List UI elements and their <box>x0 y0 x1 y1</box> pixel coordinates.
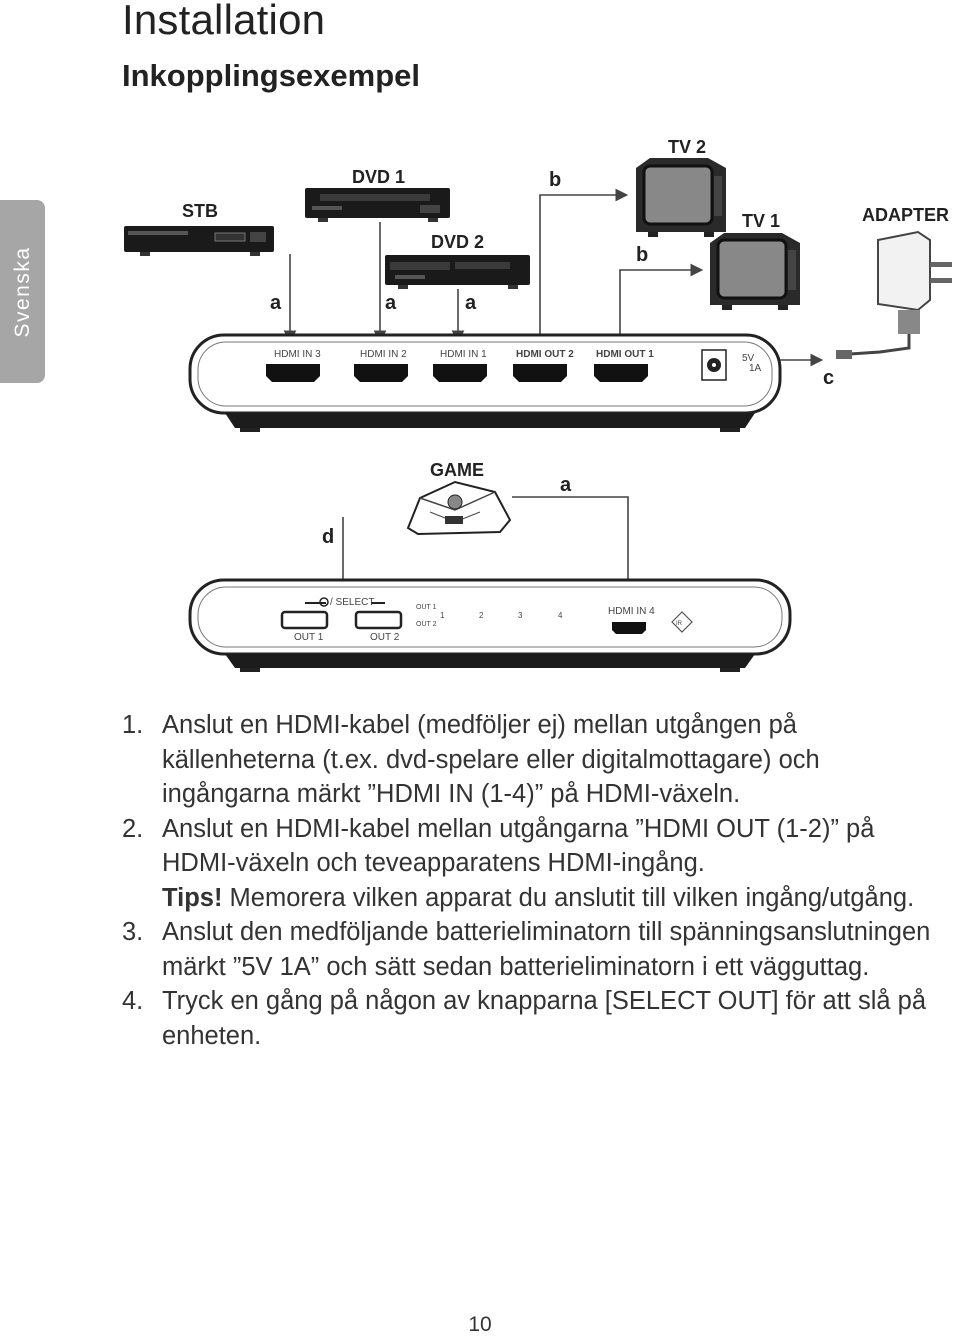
adapter-label: ADAPTER <box>862 205 949 225</box>
led-label-1: 1 <box>440 611 445 620</box>
page-subtitle: Inkopplingsexempel <box>122 58 421 93</box>
stb-device-image <box>124 226 274 256</box>
step-text: Tryck en gång på någon av knapparna [SEL… <box>162 987 927 1050</box>
cable-letter-a-2: a <box>385 292 397 314</box>
dvd1-device-image <box>305 188 450 222</box>
dvd1-label: DVD 1 <box>352 167 405 187</box>
connection-diagram: STB DVD 1 DVD 2 TV 2 TV 1 <box>124 137 952 672</box>
adapter-device-image <box>836 230 952 359</box>
power-label-volt: 5V <box>742 353 755 364</box>
cable-letter-b-2: b <box>636 244 648 266</box>
language-side-tab: Svenska <box>0 200 45 383</box>
step-number: 1. <box>122 711 144 739</box>
cable-letter-a-1: a <box>270 292 282 314</box>
cable-letter-b-1: b <box>549 169 561 191</box>
out2-button-label: OUT 2 <box>370 632 400 643</box>
led-label-3: 3 <box>518 611 523 620</box>
tv2-device-image <box>636 158 726 237</box>
power-label-amp: 1A <box>749 363 762 374</box>
game-console-image <box>406 480 512 536</box>
tv2-label: TV 2 <box>668 137 706 157</box>
game-label: GAME <box>430 460 484 480</box>
switch-front-panel <box>188 578 792 672</box>
tips-text: Memorera vilken apparat du anslutit till… <box>222 883 915 912</box>
port-label-hdmi-in-4: HDMI IN 4 <box>608 606 655 617</box>
tv1-label: TV 1 <box>742 211 780 231</box>
out1-button-label: OUT 1 <box>294 632 324 643</box>
cable-letter-c: c <box>823 367 834 389</box>
dvd2-label: DVD 2 <box>431 232 484 252</box>
led-label-out2: OUT 2 <box>416 621 437 628</box>
led-label-out1: OUT 1 <box>416 604 437 611</box>
cable-lines-bottom <box>336 496 635 602</box>
ir-label: IR <box>676 621 683 627</box>
step-2: 2. Anslut en HDMI-kabel mellan utgångarn… <box>122 812 952 916</box>
step-text: Anslut en HDMI-kabel mellan utgångarna ”… <box>162 814 875 878</box>
stb-label: STB <box>182 201 218 221</box>
step-text: Anslut den medföljande batterieliminator… <box>162 918 931 981</box>
power-jack <box>701 349 727 381</box>
led-label-2: 2 <box>479 611 484 620</box>
port-label-hdmi-in-1: HDMI IN 1 <box>440 349 487 360</box>
cable-letter-a-3: a <box>465 292 477 314</box>
page-number: 10 <box>468 1313 492 1336</box>
tips-label: Tips! <box>162 883 223 912</box>
select-label: / SELECT <box>330 597 374 608</box>
step-number: 3. <box>122 918 144 946</box>
step-text: Anslut en HDMI-kabel (medföljer ej) mell… <box>162 711 820 808</box>
hdmi-ports-back <box>266 364 648 382</box>
port-label-hdmi-out-1: HDMI OUT 1 <box>596 349 654 360</box>
port-label-hdmi-in-3: HDMI IN 3 <box>274 349 321 360</box>
step-1: 1. Anslut en HDMI-kabel (medföljer ej) m… <box>122 708 952 812</box>
port-label-hdmi-in-2: HDMI IN 2 <box>360 349 407 360</box>
cable-letter-a-game: a <box>560 474 572 496</box>
step-number: 4. <box>122 987 144 1015</box>
port-label-hdmi-out-2: HDMI OUT 2 <box>516 349 574 360</box>
tv1-device-image <box>710 233 800 310</box>
step-number: 2. <box>122 814 144 843</box>
led-label-4: 4 <box>558 611 563 620</box>
page-title: Installation <box>122 0 326 43</box>
cable-letter-d: d <box>322 526 334 548</box>
step-3: 3. Anslut den medföljande batterielimina… <box>122 915 952 984</box>
dvd2-device-image <box>385 255 530 289</box>
step-4: 4. Tryck en gång på någon av knapparna [… <box>122 984 952 1053</box>
installation-steps: 1. Anslut en HDMI-kabel (medföljer ej) m… <box>122 708 952 1053</box>
